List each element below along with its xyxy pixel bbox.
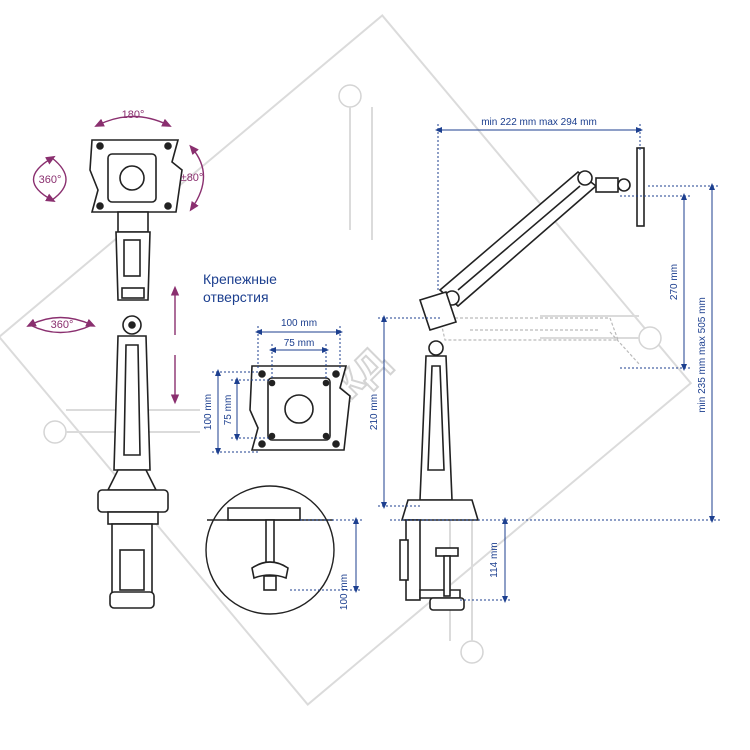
desk-thickness-label: 114 mm: [489, 542, 500, 577]
front-view-arm: [89, 139, 183, 609]
pole-height-label: 210 mm: [369, 394, 380, 430]
clamp-depth-label: 100 mm: [339, 574, 350, 610]
clamp-detail: [205, 485, 335, 615]
mount-holes-title-1: Крепежные: [203, 271, 277, 287]
side-view-arm: [399, 147, 645, 611]
rotation-label-right: ±80°: [181, 172, 204, 184]
rotation-label-left: 360°: [39, 174, 62, 186]
vesa-plate: [249, 365, 351, 451]
rotation-label-arm: 360°: [51, 319, 74, 331]
reach-label: min 222 mm max 294 mm: [481, 117, 597, 128]
up-travel-label: 270 mm: [669, 264, 680, 300]
vesa-height-100-label: 100 mm: [203, 394, 214, 430]
vesa-width-100-label: 100 mm: [281, 318, 317, 329]
clamp-dimension-lines: [290, 517, 362, 593]
rotation-arrows: [26, 115, 205, 405]
vesa-height-75-label: 75 mm: [223, 395, 234, 426]
rotation-label-top: 180°: [122, 109, 145, 121]
height-range-label: min 235 mm max 505 mm: [697, 297, 708, 413]
vesa-width-75-label: 75 mm: [284, 338, 315, 349]
vesa-dimension-lines: [212, 326, 343, 455]
side-view-ghost-arm: [439, 317, 641, 366]
mount-holes-title-2: отверстия: [203, 289, 269, 305]
side-dimension-lines: [378, 124, 718, 603]
